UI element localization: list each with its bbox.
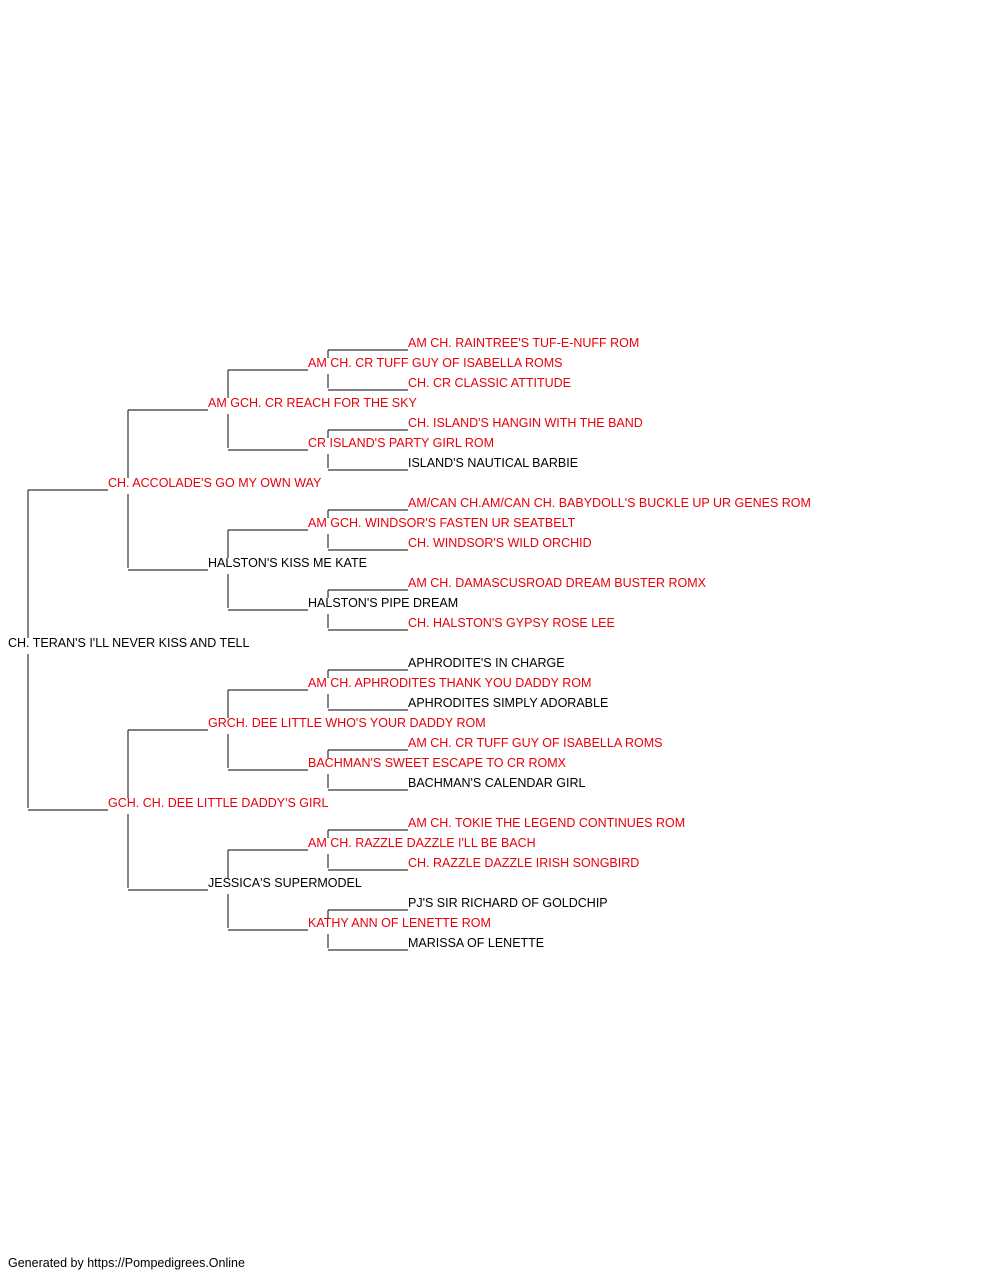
- ancestor-name: GCH. CH. DEE LITTLE DADDY'S GIRL: [108, 796, 329, 810]
- ancestor-name: HALSTON'S PIPE DREAM: [308, 596, 458, 610]
- ancestor-name: APHRODITE'S IN CHARGE: [408, 656, 565, 670]
- ancestor-name: JESSICA'S SUPERMODEL: [208, 876, 362, 890]
- ancestor-name: CH. ISLAND'S HANGIN WITH THE BAND: [408, 416, 643, 430]
- ancestor-name: ISLAND'S NAUTICAL BARBIE: [408, 456, 578, 470]
- ancestor-name: AM GCH. WINDSOR'S FASTEN UR SEATBELT: [308, 516, 576, 530]
- ancestor-name: AM CH. RAZZLE DAZZLE I'LL BE BACH: [308, 836, 536, 850]
- ancestor-name: CH. CR CLASSIC ATTITUDE: [408, 376, 571, 390]
- ancestor-name: AM CH. CR TUFF GUY OF ISABELLA ROMS: [308, 356, 562, 370]
- ancestor-name: BACHMAN'S SWEET ESCAPE TO CR ROMX: [308, 756, 567, 770]
- ancestor-name: AM CH. RAINTREE'S TUF-E-NUFF ROM: [408, 336, 639, 350]
- ancestor-name: CH. ACCOLADE'S GO MY OWN WAY: [108, 476, 322, 490]
- ancestor-name: BACHMAN'S CALENDAR GIRL: [408, 776, 585, 790]
- ancestor-name: AM CH. CR TUFF GUY OF ISABELLA ROMS: [408, 736, 662, 750]
- ancestor-name: MARISSA OF LENETTE: [408, 936, 544, 950]
- footer-credit: Generated by https://Pompedigrees.Online: [8, 1256, 245, 1270]
- ancestor-name: KATHY ANN OF LENETTE ROM: [308, 916, 491, 930]
- ancestor-name: AM CH. APHRODITES THANK YOU DADDY ROM: [308, 676, 591, 690]
- ancestor-name: CH. HALSTON'S GYPSY ROSE LEE: [408, 616, 615, 630]
- ancestor-name: AM/CAN CH.AM/CAN CH. BABYDOLL'S BUCKLE U…: [408, 496, 811, 510]
- subject-dog-name: CH. TERAN'S I'LL NEVER KISS AND TELL: [8, 636, 249, 650]
- ancestor-name: AM CH. DAMASCUSROAD DREAM BUSTER ROMX: [408, 576, 707, 590]
- ancestor-name: GRCH. DEE LITTLE WHO'S YOUR DADDY ROM: [208, 716, 486, 730]
- ancestor-name: CR ISLAND'S PARTY GIRL ROM: [308, 436, 494, 450]
- ancestor-name: PJ'S SIR RICHARD OF GOLDCHIP: [408, 896, 608, 910]
- ancestor-name: APHRODITES SIMPLY ADORABLE: [408, 696, 608, 710]
- ancestor-name: AM CH. TOKIE THE LEGEND CONTINUES ROM: [408, 816, 685, 830]
- ancestor-name: AM GCH. CR REACH FOR THE SKY: [208, 396, 417, 410]
- ancestor-name: CH. RAZZLE DAZZLE IRISH SONGBIRD: [408, 856, 639, 870]
- ancestor-name: HALSTON'S KISS ME KATE: [208, 556, 367, 570]
- ancestor-name: CH. WINDSOR'S WILD ORCHID: [408, 536, 592, 550]
